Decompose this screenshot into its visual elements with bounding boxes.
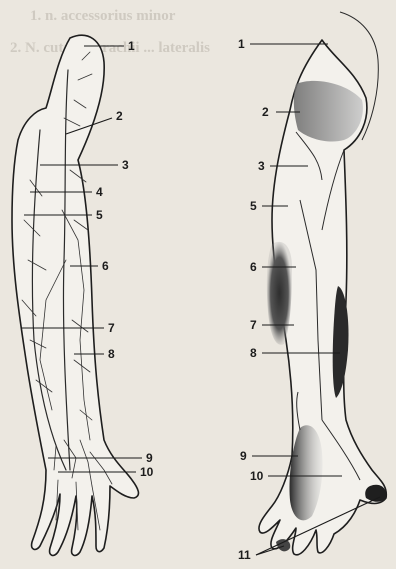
- left-label-3: 3: [122, 158, 129, 172]
- left-arm-figure: 1 2 3 4 5 6 7 8 9 10: [12, 35, 154, 555]
- right-label-6: 6: [250, 260, 257, 274]
- left-label-5: 5: [96, 208, 103, 222]
- left-label-1: 1: [128, 39, 135, 53]
- right-label-5: 5: [250, 199, 257, 213]
- left-label-10: 10: [140, 465, 154, 479]
- right-label-8: 8: [250, 346, 257, 360]
- bleed-line-2: 2. N. cutanei brachii ... lateralis: [10, 40, 210, 56]
- bleed-line-1: 1. n. accessorius minor: [30, 8, 176, 24]
- right-label-11: 11: [238, 548, 251, 562]
- right-arm-figure: 1 2 3 5 6 7 8 9 10 11: [238, 12, 386, 562]
- left-label-7: 7: [108, 321, 115, 335]
- right-label-7: 7: [250, 318, 257, 332]
- left-label-4: 4: [96, 185, 103, 199]
- left-label-2: 2: [116, 109, 123, 123]
- left-label-8: 8: [108, 347, 115, 361]
- right-label-3: 3: [258, 159, 265, 173]
- right-label-9: 9: [240, 449, 247, 463]
- left-label-6: 6: [102, 259, 109, 273]
- right-label-2: 2: [262, 105, 269, 119]
- right-label-10: 10: [250, 469, 264, 483]
- bleed-through-text: 1. n. accessorius minor 2. N. cutanei br…: [10, 8, 210, 56]
- right-label-1: 1: [238, 37, 245, 51]
- left-label-9: 9: [146, 451, 153, 465]
